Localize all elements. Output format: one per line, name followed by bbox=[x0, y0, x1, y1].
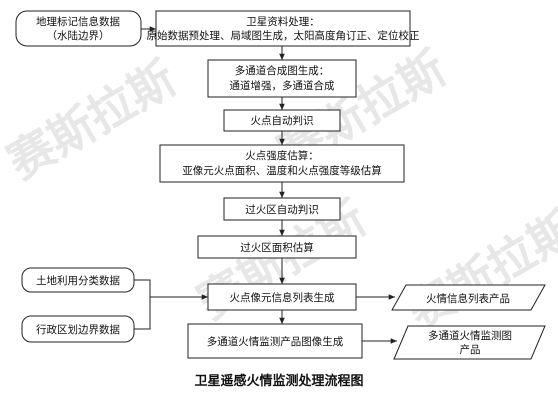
node-intensity-line-2: 亚像元火点面积、温度和火点强度等级估算 bbox=[182, 164, 382, 177]
node-map-gen-shape bbox=[187, 323, 363, 359]
edges bbox=[134, 26, 397, 344]
node-burn-detect-shape bbox=[223, 197, 341, 221]
node-landuse: 土地利用分类数据 bbox=[21, 267, 135, 293]
node-map-product: 多通道火情监测图 产品 bbox=[393, 325, 546, 360]
node-map-gen-line-1: 多通道火情监测产品图像生成 bbox=[207, 335, 344, 348]
node-burn-area-line-1: 过火区面积估算 bbox=[240, 241, 314, 254]
node-burn-detect-line-1: 过火区自动判识 bbox=[245, 203, 319, 216]
figure-caption: 卫星遥感火情监测处理流程图 bbox=[194, 373, 363, 389]
node-admin: 行政区划边界数据 bbox=[21, 315, 135, 343]
node-fire-detect-shape bbox=[223, 109, 341, 132]
node-sat-proc-line-1: 卫星资料处理： bbox=[246, 15, 320, 28]
node-multi-comp: 多通道合成图生成： 通道增强，多通道合成 bbox=[207, 59, 357, 98]
nodes: 地理标记信息数据 （水陆边界） 卫星资料处理： 原始数据预处理、局域图生成，太阳… bbox=[15, 10, 546, 360]
node-intensity: 火点强度估算： 亚像元火点面积、温度和火点强度等级估算 bbox=[159, 144, 405, 183]
node-fire-list-product: 火情信息列表产品 bbox=[391, 284, 546, 311]
node-geo-data: 地理标记信息数据 （水陆边界） bbox=[15, 10, 142, 47]
node-landuse-line-1: 土地利用分类数据 bbox=[36, 274, 120, 287]
node-fire-list: 火点像元信息列表生成 bbox=[207, 283, 357, 311]
node-admin-line-1: 行政区划边界数据 bbox=[36, 323, 120, 336]
node-map-gen: 多通道火情监测产品图像生成 bbox=[187, 323, 363, 359]
node-landuse-shape bbox=[21, 267, 135, 293]
edge-landuse-to-firelist bbox=[134, 279, 208, 300]
node-fire-list-product-line-1: 火情信息列表产品 bbox=[426, 292, 510, 305]
node-sat-proc-line-2: 原始数据预处理、局域图生成，太阳高度角订正、定位校正 bbox=[147, 29, 420, 42]
node-sat-proc: 卫星资料处理： 原始数据预处理、局域图生成，太阳高度角订正、定位校正 bbox=[147, 10, 420, 47]
node-map-product-line-1: 多通道火情监测图 bbox=[428, 329, 512, 342]
edge-admin-to-firelist bbox=[134, 297, 151, 330]
node-intensity-line-1: 火点强度估算： bbox=[245, 149, 319, 162]
node-fire-detect-line-1: 火点自动判识 bbox=[251, 114, 314, 127]
node-map-product-line-2: 产品 bbox=[460, 343, 481, 356]
node-multi-comp-line-1: 多通道合成图生成： bbox=[235, 64, 330, 77]
node-geo-data-line-2: （水陆边界） bbox=[47, 29, 110, 42]
node-multi-comp-shape bbox=[207, 59, 357, 98]
node-fire-list-shape bbox=[207, 283, 357, 311]
node-burn-area-shape bbox=[197, 235, 357, 259]
node-admin-shape bbox=[21, 315, 135, 343]
watermark-text-1: 赛斯拉斯 bbox=[0, 51, 185, 190]
node-burn-detect: 过火区自动判识 bbox=[223, 197, 341, 221]
node-fire-detect: 火点自动判识 bbox=[223, 109, 341, 132]
node-burn-area: 过火区面积估算 bbox=[197, 235, 357, 259]
node-map-product-shape bbox=[393, 325, 546, 360]
node-multi-comp-line-2: 通道增强，多通道合成 bbox=[230, 79, 335, 92]
node-sat-proc-shape bbox=[155, 10, 411, 47]
node-intensity-shape bbox=[159, 144, 405, 183]
node-fire-list-line-1: 火点像元信息列表生成 bbox=[230, 291, 335, 304]
watermark-text-4: 赛斯拉斯 bbox=[399, 201, 558, 340]
node-fire-list-product-shape bbox=[391, 284, 546, 311]
node-geo-data-line-1: 地理标记信息数据 bbox=[36, 15, 120, 28]
node-geo-data-shape bbox=[15, 10, 142, 47]
